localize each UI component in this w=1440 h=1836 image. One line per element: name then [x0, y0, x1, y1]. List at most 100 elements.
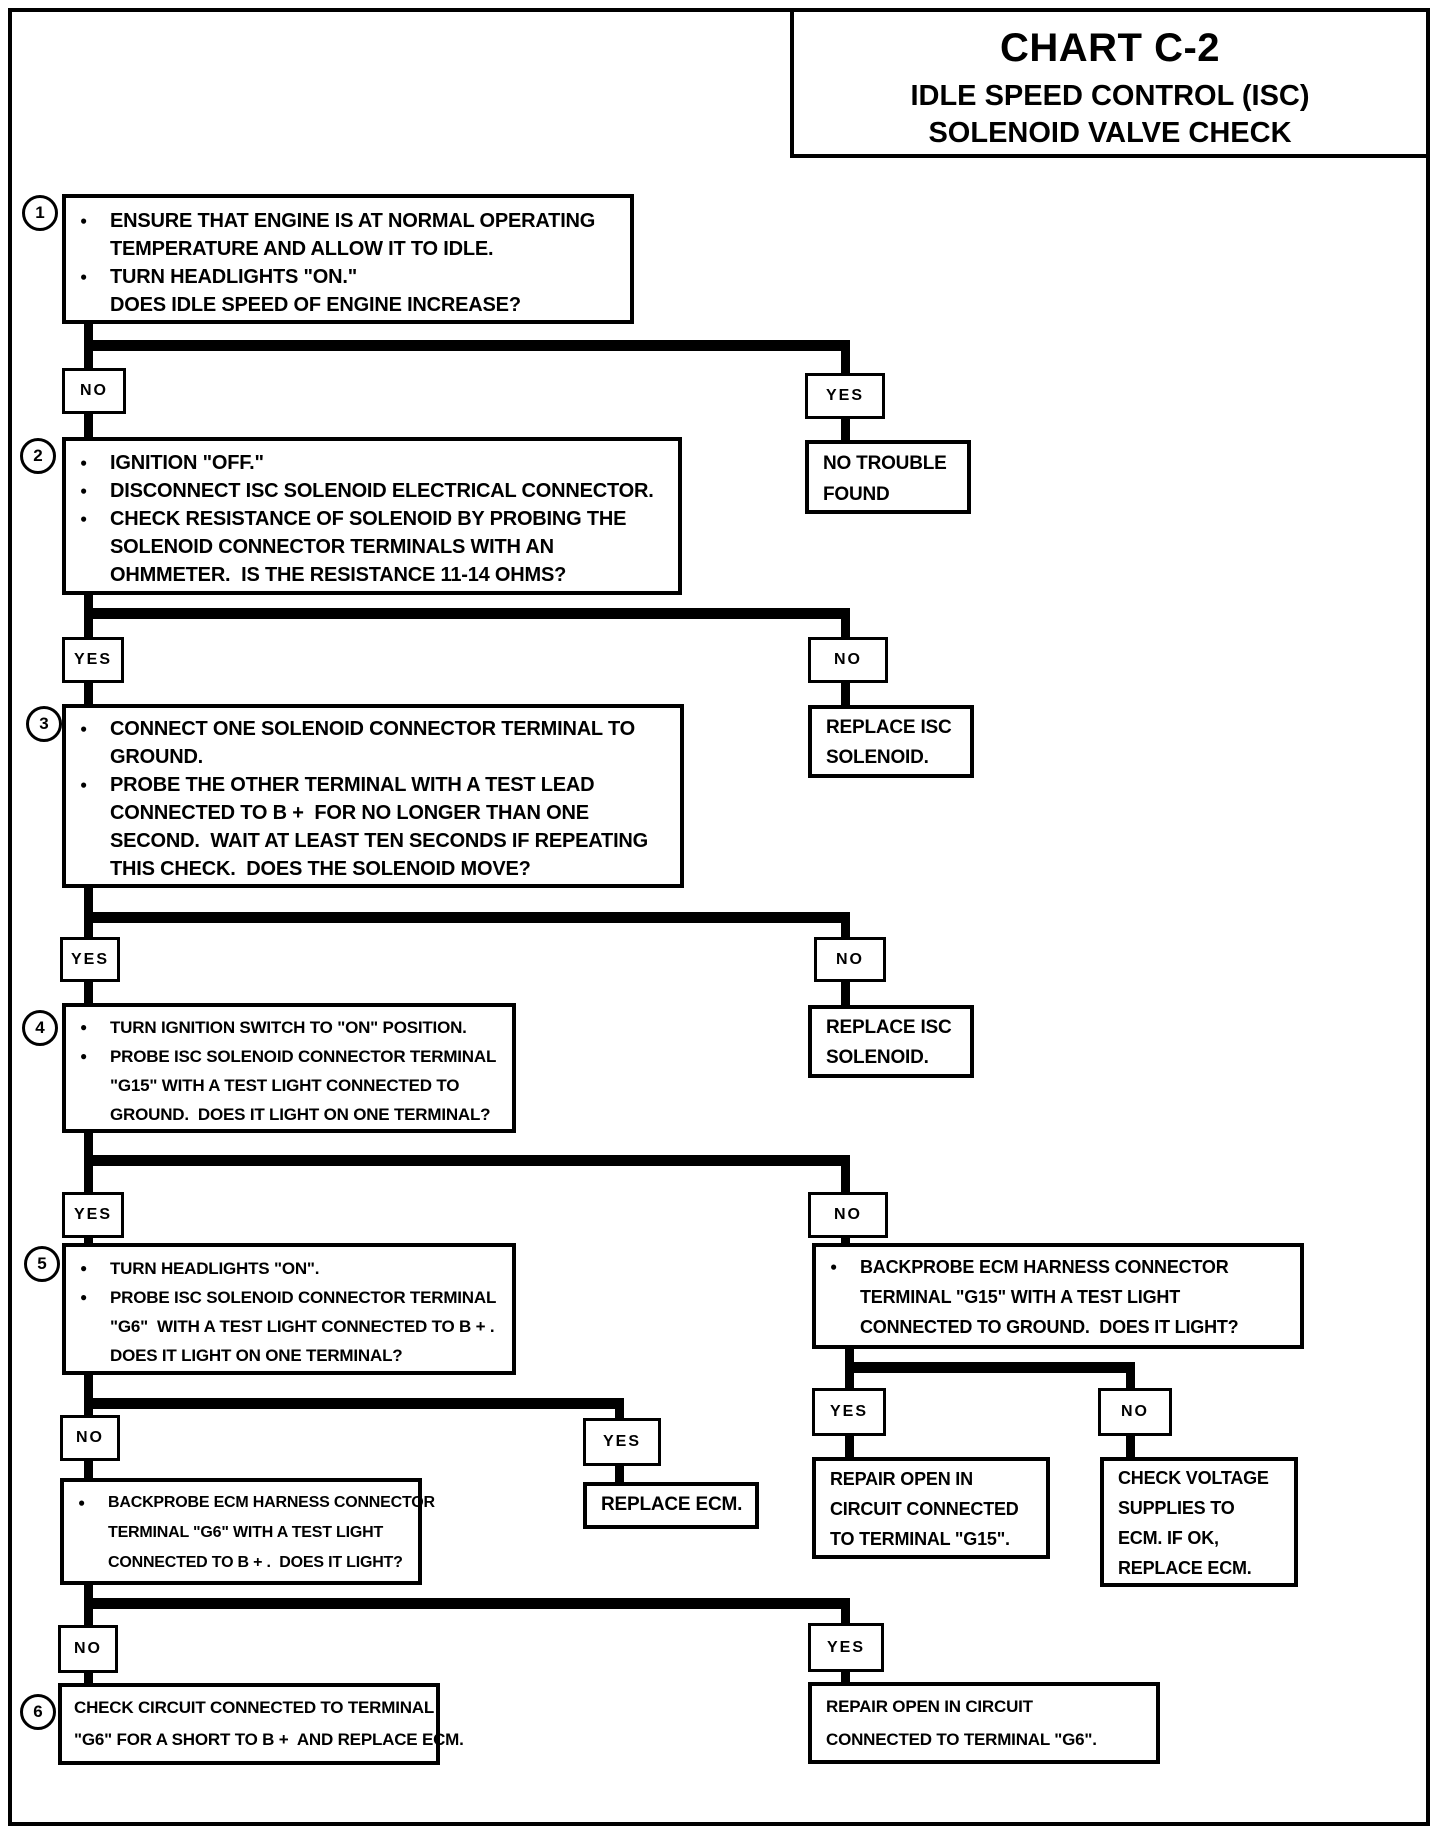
step-5-line: PROBE ISC SOLENOID CONNECTOR TERMINAL — [110, 1288, 497, 1307]
bullet-icon: ● — [80, 269, 88, 284]
chart-title-box: CHART C-2 IDLE SPEED CONTROL (ISC) SOLEN… — [790, 8, 1430, 158]
terminal-repair-open-g6: REPAIR OPEN IN CIRCUIT CONNECTED TO TERM… — [808, 1682, 1160, 1764]
terminal-line: ECM. IF OK, — [1118, 1528, 1219, 1548]
branch-label-yes: YES — [62, 1192, 124, 1238]
step-2-line: IGNITION "OFF." — [110, 452, 264, 474]
connector-line — [841, 683, 850, 706]
terminal-check-voltage: CHECK VOLTAGE SUPPLIES TO ECM. IF OK, RE… — [1100, 1457, 1298, 1587]
bullet-icon: ● — [80, 721, 88, 736]
step-5-box: ●TURN HEADLIGHTS "ON". ●PROBE ISC SOLENO… — [62, 1243, 516, 1375]
connector-line — [84, 1155, 850, 1166]
connector-line — [84, 683, 93, 705]
connector-line — [1126, 1362, 1135, 1389]
connector-line — [84, 1672, 93, 1684]
terminal-line: NO TROUBLE — [823, 453, 947, 474]
bullet-icon: ● — [80, 777, 88, 792]
bullet-icon: ● — [80, 483, 88, 498]
backprobe-g6-line: TERMINAL "G6" WITH A TEST LIGHT — [108, 1524, 384, 1541]
bullet-icon: ● — [80, 511, 88, 526]
branch-label-no: NO — [808, 1192, 888, 1238]
connector-line — [84, 1398, 624, 1409]
bullet-icon: ● — [830, 1259, 838, 1274]
step-2-line: DISCONNECT ISC SOLENOID ELECTRICAL CONNE… — [110, 480, 654, 502]
step-4-box: ●TURN IGNITION SWITCH TO "ON" POSITION. … — [62, 1003, 516, 1133]
step-5-line: DOES IT LIGHT ON ONE TERMINAL? — [110, 1346, 403, 1365]
terminal-line: REPLACE ISC — [826, 717, 952, 738]
terminal-line: REPLACE ECM. — [1118, 1558, 1252, 1578]
terminal-line: SOLENOID. — [826, 747, 929, 768]
bullet-icon: ● — [80, 1289, 88, 1304]
step-number-5: 5 — [24, 1246, 60, 1282]
connector-line — [84, 981, 93, 1004]
bullet-icon: ● — [80, 1019, 88, 1034]
step-number-3: 3 — [26, 706, 62, 742]
chart-title: CHART C-2 — [999, 26, 1221, 70]
connector-line — [84, 1237, 93, 1244]
connector-line — [841, 912, 850, 938]
backprobe-g15-line: TERMINAL "G15" WITH A TEST LIGHT — [860, 1287, 1180, 1307]
backprobe-g15-box: ● BACKPROBE ECM HARNESS CONNECTOR TERMINA… — [812, 1243, 1304, 1349]
terminal-line: CHECK VOLTAGE — [1118, 1468, 1269, 1488]
connector-line — [841, 1598, 850, 1624]
connector-line — [615, 1465, 624, 1483]
connector-line — [841, 1671, 850, 1683]
bullet-icon: ● — [80, 1260, 88, 1275]
step-1-line: TURN HEADLIGHTS "ON." — [110, 266, 357, 288]
terminal-replace-isc-solenoid: REPLACE ISC SOLENOID. — [808, 1005, 974, 1078]
terminal-line: CIRCUIT CONNECTED — [830, 1499, 1019, 1519]
terminal-line: REPAIR OPEN IN CIRCUIT — [826, 1697, 1033, 1716]
connector-line — [615, 1398, 624, 1419]
step-number-4: 4 — [22, 1010, 58, 1046]
step-2-line: OHMMETER. IS THE RESISTANCE 11-14 OHMS? — [110, 564, 567, 586]
backprobe-g6-box: ●BACKPROBE ECM HARNESS CONNECTOR TERMINA… — [60, 1478, 435, 1585]
step-2-line: CHECK RESISTANCE OF SOLENOID BY PROBING … — [110, 508, 627, 530]
step-6-line: CHECK CIRCUIT CONNECTED TO TERMINAL — [74, 1698, 435, 1717]
connector-line — [84, 608, 850, 619]
branch-label-no: NO — [58, 1625, 118, 1673]
step-3-line: THIS CHECK. DOES THE SOLENOID MOVE? — [110, 858, 531, 880]
step-6-box: CHECK CIRCUIT CONNECTED TO TERMINAL "G6"… — [58, 1683, 464, 1765]
bullet-icon: ● — [80, 1048, 88, 1063]
chart-subtitle-line1: IDLE SPEED CONTROL (ISC) — [910, 80, 1310, 112]
branch-label-yes: YES — [812, 1388, 886, 1436]
step-4-line: TURN IGNITION SWITCH TO "ON" POSITION. — [110, 1018, 467, 1037]
terminal-line: SOLENOID. — [826, 1047, 929, 1068]
connector-line — [841, 981, 850, 1006]
terminal-line: REPAIR OPEN IN — [830, 1469, 973, 1489]
step-3-line: CONNECTED TO B + FOR NO LONGER THAN ONE — [110, 802, 589, 824]
terminal-no-trouble-found: NO TROUBLE FOUND — [805, 440, 971, 514]
step-2-line: SOLENOID CONNECTOR TERMINALS WITH AN — [110, 536, 554, 558]
terminal-line: SUPPLIES TO — [1118, 1498, 1235, 1518]
connector-line — [1126, 1435, 1135, 1458]
backprobe-g15-line: BACKPROBE ECM HARNESS CONNECTOR — [860, 1257, 1229, 1277]
terminal-line: REPLACE ISC — [826, 1017, 952, 1038]
bullet-icon: ● — [80, 213, 88, 228]
branch-label-yes: YES — [805, 373, 885, 419]
step-3-line: CONNECT ONE SOLENOID CONNECTOR TERMINAL … — [110, 718, 635, 740]
step-3-line: SECOND. WAIT AT LEAST TEN SECONDS IF REP… — [110, 830, 649, 852]
step-number-2: 2 — [20, 438, 56, 474]
branch-label-no: NO — [814, 937, 886, 982]
connector-line — [841, 1155, 850, 1193]
branch-label-yes: YES — [60, 937, 120, 982]
connector-line — [845, 1435, 854, 1458]
backprobe-g6-line: CONNECTED TO B + . DOES IT LIGHT? — [108, 1554, 403, 1571]
page-border — [8, 8, 1430, 1826]
chart-subtitle-line2: SOLENOID VALVE CHECK — [928, 117, 1292, 149]
step-1-line: DOES IDLE SPEED OF ENGINE INCREASE? — [110, 294, 521, 316]
terminal-repair-open-g15: REPAIR OPEN IN CIRCUIT CONNECTED TO TERM… — [812, 1457, 1050, 1559]
step-4-line: GROUND. DOES IT LIGHT ON ONE TERMINAL? — [110, 1105, 491, 1124]
connector-line — [841, 418, 850, 441]
branch-label-no: NO — [62, 368, 126, 414]
terminal-replace-ecm: REPLACE ECM. — [583, 1482, 759, 1529]
branch-label-no: NO — [1098, 1388, 1172, 1436]
branch-label-yes: YES — [62, 637, 124, 683]
connector-line — [84, 912, 850, 923]
bullet-icon: ● — [80, 455, 88, 470]
connector-line — [841, 1237, 850, 1244]
connector-line — [84, 340, 850, 351]
connector-line — [841, 340, 850, 373]
step-number-6: 6 — [20, 1694, 56, 1730]
step-6-line: "G6" FOR A SHORT TO B + AND REPLACE ECM. — [74, 1730, 464, 1749]
